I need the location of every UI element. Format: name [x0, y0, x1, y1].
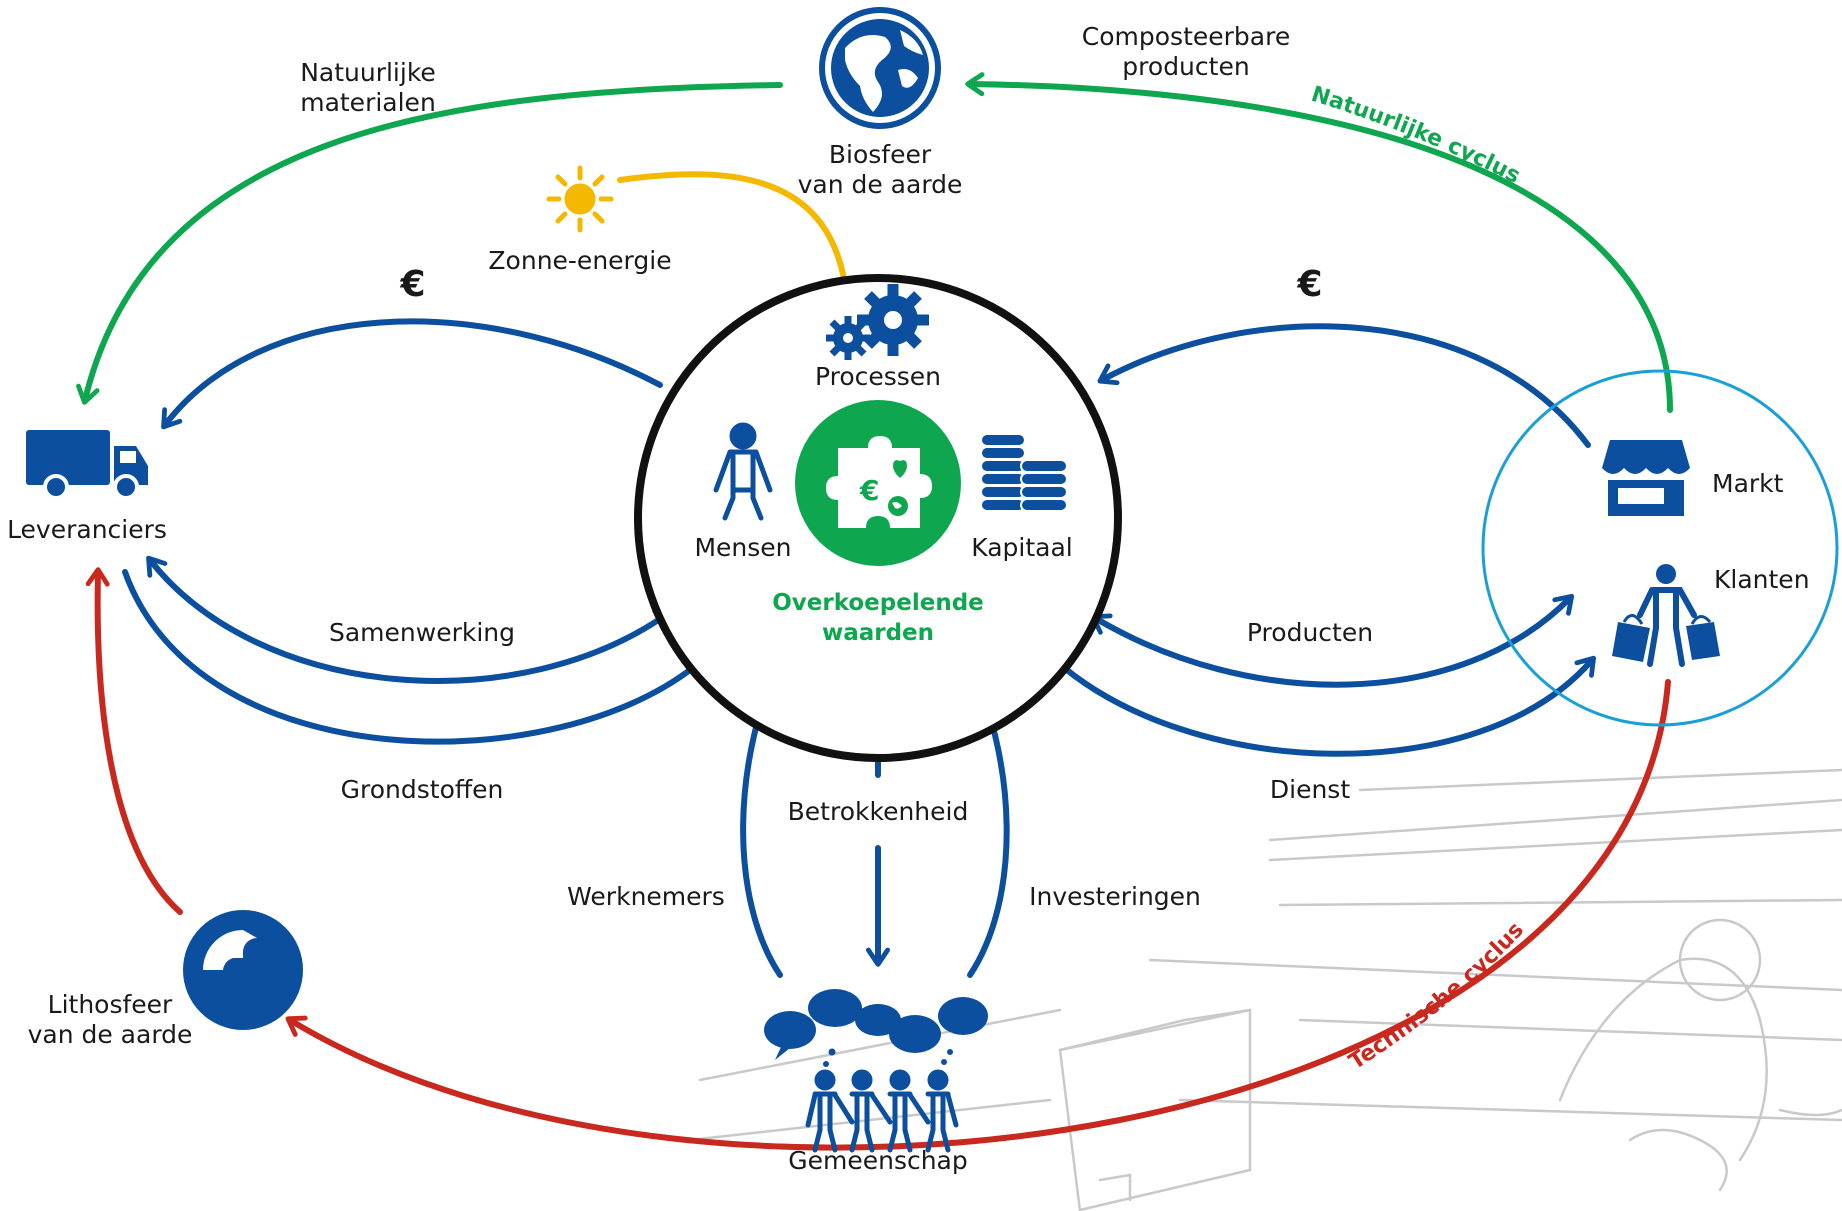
capital-label: Kapitaal	[971, 533, 1073, 562]
solar-energy-arrow	[617, 171, 858, 303]
natural-cycle-path-text: Natuurlijke cyclus	[1308, 82, 1524, 189]
customers-to-lithosphere-arrow	[285, 679, 1671, 1151]
natural-cycle-label: Natuurlijke cyclus	[1308, 82, 1524, 189]
raw-materials-label: Grondstoffen	[340, 775, 504, 804]
background-sketch	[688, 768, 1842, 1211]
community-label: Gemeenschap	[788, 1146, 968, 1175]
store-icon	[1602, 440, 1690, 516]
market-label: Markt	[1712, 469, 1784, 498]
community-icon	[764, 989, 988, 1153]
products-label: Producten	[1246, 618, 1374, 647]
truck-icon	[26, 430, 148, 500]
lithosphere-icon	[183, 910, 303, 1030]
collaboration-arrow	[146, 555, 675, 684]
payment-left-arrow	[161, 318, 663, 430]
globe-icon	[819, 7, 941, 129]
processes-label: Processen	[814, 362, 942, 391]
payment-right-arrow	[1097, 323, 1591, 448]
solar-energy-label: Zonne-energie	[488, 246, 672, 275]
investments-label: Investeringen	[1029, 882, 1201, 911]
customers-label: Klanten	[1714, 565, 1810, 594]
raw-materials-arrow	[122, 569, 705, 745]
natural-materials-label: Natuurlijke materialen	[300, 58, 436, 117]
collaboration-label: Samenwerking	[328, 618, 516, 647]
euro-left-label: €	[400, 264, 426, 305]
sun-icon	[546, 165, 614, 233]
employees-label: Werknemers	[567, 882, 725, 911]
suppliers-label: Leveranciers	[7, 515, 167, 544]
puzzle-icon: €	[795, 400, 961, 566]
market-circle	[1481, 369, 1839, 727]
person-icon	[713, 422, 773, 521]
people-label: Mensen	[694, 533, 792, 562]
technical-cycle-label: Technische cyclus	[1345, 918, 1529, 1075]
lithosphere-to-suppliers-arrow	[85, 567, 183, 915]
service-arrow	[1052, 655, 1596, 757]
gears-icon	[826, 284, 929, 360]
natural-materials-arrow	[76, 82, 783, 405]
euro-right-label: €	[1297, 264, 1323, 305]
biosphere-label: Biosfeer van de aarde	[797, 140, 963, 199]
compostable-products-label: Composteerbare producten	[1081, 22, 1291, 81]
compostable-products-arrow	[965, 72, 1673, 413]
technical-cycle-path-text: Technische cyclus	[1345, 918, 1529, 1075]
lithosphere-label: Lithosfeer van de aarde	[27, 990, 193, 1049]
shopper-icon	[1612, 564, 1720, 667]
puzzle-euro-symbol: €	[859, 474, 879, 507]
core-values-label: Overkoepelende waarden	[772, 590, 984, 646]
engagement-label: Betrokkenheid	[787, 797, 969, 826]
coins-icon	[980, 433, 1068, 512]
products-arrow	[1090, 593, 1575, 688]
service-label: Dienst	[1269, 775, 1351, 804]
